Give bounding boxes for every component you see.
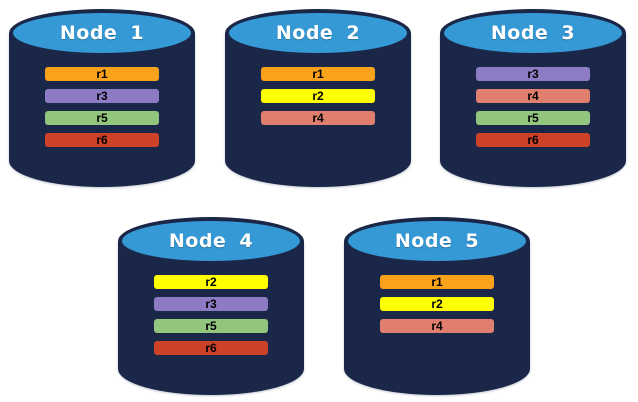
replica-label: r5 (527, 111, 539, 125)
replica-bar: r5 (154, 319, 268, 333)
replica-label: r6 (527, 133, 539, 147)
replica-bars: r1 r3 r5 r6 (45, 67, 159, 155)
replica-label: r3 (96, 89, 108, 103)
replica-label: r1 (312, 67, 324, 81)
replica-label: r2 (312, 89, 324, 103)
node-label: Node 1 (59, 22, 145, 44)
replica-bar: r2 (261, 89, 375, 103)
replica-bar: r5 (476, 111, 590, 125)
replica-bar: r2 (154, 275, 268, 289)
node-cylinder-3: Node 3 r3 r4 r5 r6 (440, 9, 626, 187)
cylinder-body (225, 33, 411, 187)
replica-bars: r1 r2 r4 (261, 67, 375, 133)
cylinder-top: Node 2 (225, 9, 411, 57)
cylinder-body (9, 33, 195, 187)
replica-label: r3 (205, 297, 217, 311)
replica-bar: r6 (476, 133, 590, 147)
replica-bar: r4 (261, 111, 375, 125)
cylinder-top: Node 5 (344, 217, 530, 265)
replica-bar: r2 (380, 297, 494, 311)
replica-label: r3 (527, 67, 539, 81)
replica-label: r6 (205, 341, 217, 355)
node-cylinder-1: Node 1 r1 r3 r5 r6 (9, 9, 195, 187)
cylinder-body (344, 241, 530, 395)
replica-bar: r3 (476, 67, 590, 81)
replica-label: r4 (431, 319, 443, 333)
cylinder-top: Node 4 (118, 217, 304, 265)
replica-label: r5 (205, 319, 217, 333)
node-label: Node 4 (168, 230, 254, 252)
cylinder-top: Node 1 (9, 9, 195, 57)
node-cylinder-4: Node 4 r2 r3 r5 r6 (118, 217, 304, 395)
replica-label: r1 (96, 67, 108, 81)
replica-bar: r3 (154, 297, 268, 311)
node-cylinder-2: Node 2 r1 r2 r4 (225, 9, 411, 187)
cylinder-body (118, 241, 304, 395)
replica-label: r4 (527, 89, 539, 103)
replica-label: r2 (431, 297, 443, 311)
replica-label: r2 (205, 275, 217, 289)
replica-bar: r4 (380, 319, 494, 333)
node-label: Node 3 (490, 22, 576, 44)
replica-bars: r1 r2 r4 (380, 275, 494, 341)
replica-bar: r1 (45, 67, 159, 81)
replica-label: r1 (431, 275, 443, 289)
replica-bar: r4 (476, 89, 590, 103)
replica-bar: r5 (45, 111, 159, 125)
replica-bar: r6 (45, 133, 159, 147)
replica-label: r4 (312, 111, 324, 125)
replica-label: r5 (96, 111, 108, 125)
replica-bars: r3 r4 r5 r6 (476, 67, 590, 155)
replica-bar: r1 (380, 275, 494, 289)
node-label: Node 2 (275, 22, 361, 44)
replica-bar: r6 (154, 341, 268, 355)
cylinder-top: Node 3 (440, 9, 626, 57)
node-cylinder-5: Node 5 r1 r2 r4 (344, 217, 530, 395)
replica-bar: r1 (261, 67, 375, 81)
cylinder-body (440, 33, 626, 187)
replica-bar: r3 (45, 89, 159, 103)
replica-label: r6 (96, 133, 108, 147)
node-label: Node 5 (394, 230, 480, 252)
replica-bars: r2 r3 r5 r6 (154, 275, 268, 363)
